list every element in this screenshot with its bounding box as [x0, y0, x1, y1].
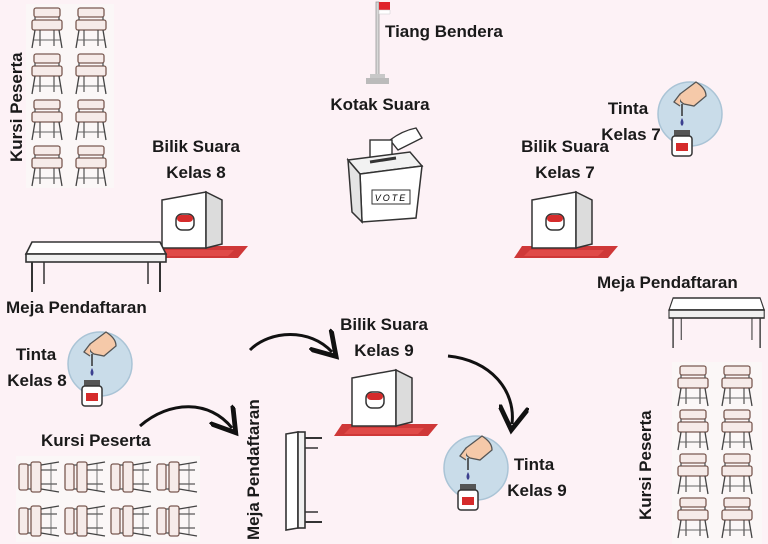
registration-desk-left-label: Meja Pendaftaran [6, 298, 147, 317]
flag-pole-label: Tiang Bendera [385, 22, 503, 41]
booth-8-label-line1: Bilik Suara [152, 137, 240, 156]
ballot-box-vote-text: VOTE [375, 193, 408, 203]
participant-chairs-top-left [26, 4, 114, 188]
participant-chairs-right [672, 362, 762, 544]
ink-9-label-line2: Kelas 9 [507, 481, 567, 500]
arrow-booth9-to-ink9 [447, 354, 512, 424]
registration-desk-right-label: Meja Pendaftaran [597, 273, 738, 292]
ink-8-label-line2: Kelas 8 [7, 371, 67, 390]
booth-8-label-line2: Kelas 8 [166, 163, 226, 182]
ink-9-label-line1: Tinta [513, 455, 555, 474]
ballot-box-label: Kotak Suara [330, 95, 430, 114]
arrow-chairs-to-desk [139, 407, 232, 428]
booth-7-label-line2: Kelas 7 [535, 163, 595, 182]
flag-pole-icon [366, 1, 391, 84]
booth-7-label-line1: Bilik Suara [521, 137, 609, 156]
chairs-bottom-left-label: Kursi Peserta [41, 431, 151, 450]
ink-7-label-line1: Tinta [607, 99, 649, 118]
ink-8-label-line1: Tinta [15, 345, 57, 364]
booth-9-label-line1: Bilik Suara [340, 315, 428, 334]
participant-chairs-bottom-left [16, 456, 200, 542]
registration-desk-center-icon [285, 431, 322, 531]
ballot-box-icon: VOTE [346, 127, 424, 224]
arrow-desk-to-booth9 [248, 335, 332, 353]
ink-7-label-line2: Kelas 7 [601, 125, 661, 144]
booth-9-label-line2: Kelas 9 [354, 341, 414, 360]
